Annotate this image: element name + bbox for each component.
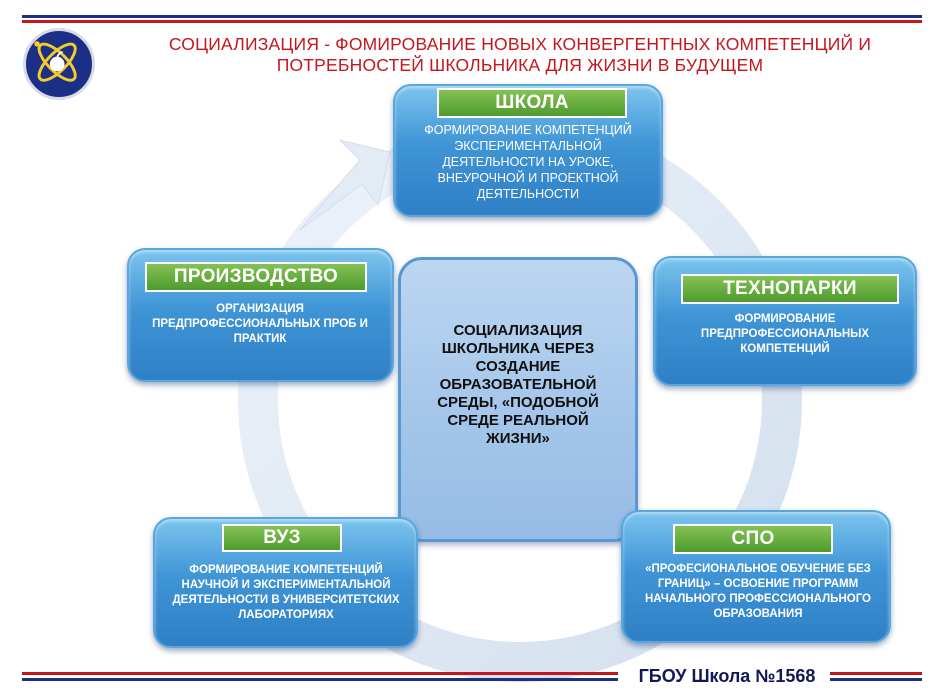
atom-apple-logo-icon (34, 41, 77, 82)
page-title-line-1: СОЦИАЛИЗАЦИЯ - ФОМИРОВАНИЕ НОВЫХ КОНВЕРГ… (168, 34, 872, 54)
center-concept-box (398, 257, 638, 542)
header-stripe-navy (22, 15, 922, 18)
node-production-description: ОРГАНИЗАЦИЯ ПРЕДПРОФЕССИОНАЛЬНЫХ ПРОБ И … (152, 303, 368, 345)
node-vuz-label: ВУЗ (222, 524, 342, 552)
node-school-description: ФОРМИРОВАНИЕ КОМПЕТЕНЦИЙ ЭКСПЕРИМЕНТАЛЬН… (424, 123, 632, 201)
node-production-label: ПРОИЗВОДСТВО (145, 262, 367, 292)
node-school-label: ШКОЛА (437, 88, 627, 118)
node-technoparks-label: ТЕХНОПАРКИ (681, 274, 899, 304)
node-spo-label: СПО (673, 524, 833, 554)
footer-stripe-navy-right (830, 678, 922, 681)
node-vuz-description: ФОРМИРОВАНИЕ КОМПЕТЕНЦИЙ НАУЧНОЙ И ЭКСПЕ… (172, 564, 400, 621)
node-spo-description: «ПРОФЕСИОНАЛЬНОЕ ОБУЧЕНИЕ БЕЗ ГРАНИЦ» – … (644, 563, 872, 620)
node-technoparks-description: ФОРМИРОВАНИЕ ПРЕДПРОФЕССИОНАЛЬНЫХ КОМПЕТ… (700, 313, 870, 355)
footer-stripe-red-right (830, 672, 922, 675)
header-stripe-red (22, 20, 922, 23)
footer-stripe-navy-left (22, 678, 618, 681)
page-title-line-2: ПОТРЕБНОСТЕЙ ШКОЛЬНИКА ДЛЯ ЖИЗНИ В БУДУЩ… (276, 55, 764, 75)
school-logo (23, 28, 95, 100)
footer-stripe-red-left (22, 672, 618, 675)
footer-school-name: ГБОУ Школа №1568 (638, 666, 816, 686)
center-concept-text: СОЦИАЛИЗАЦИЯ ШКОЛЬНИКА ЧЕРЕЗ СОЗДАНИЕ ОБ… (437, 322, 599, 447)
